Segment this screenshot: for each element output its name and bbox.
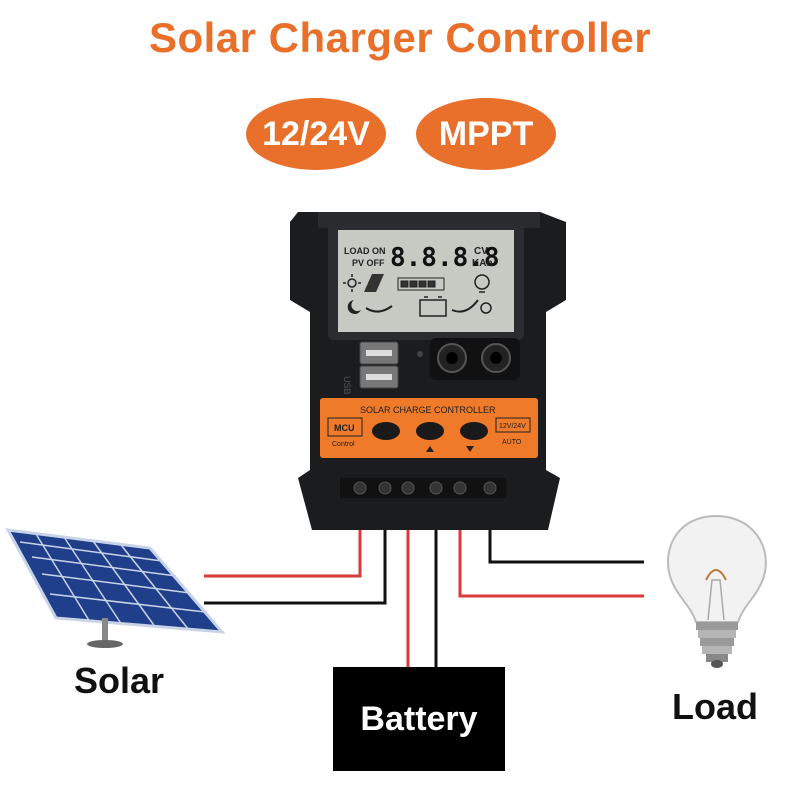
- up-arrow-icon: [426, 446, 434, 452]
- panel-label: SOLAR CHARGE CONTROLLER: [360, 405, 496, 415]
- lcd-arrow-right-icon: [451, 299, 479, 313]
- lcd-pv-off: PV OFF: [352, 258, 385, 268]
- lcd-clock-icon: [480, 302, 492, 314]
- usb-label: USB: [342, 376, 352, 395]
- solar-panel-icon: [5, 528, 226, 648]
- lcd-unit-kah: KAh: [472, 258, 493, 269]
- mcu-sub: Control: [332, 441, 355, 448]
- page-title: Solar Charger Controller: [148, 14, 652, 61]
- mcu-label: MCU: [334, 423, 355, 433]
- controller-device: LOAD ON PV OFF 8.8.8.8 CV KAh: [290, 212, 566, 530]
- lcd-battery-icon: [419, 296, 447, 317]
- lcd-battery-level-icon: [397, 277, 445, 291]
- load-label: Load: [672, 686, 758, 727]
- light-bulb-icon: [667, 514, 767, 668]
- sun-icon: [343, 274, 361, 292]
- lcd-load-on: LOAD ON: [344, 246, 386, 256]
- mppt-badge-label: MPPT: [438, 114, 534, 153]
- moon-icon: [347, 300, 361, 314]
- down-button[interactable]: [460, 422, 488, 440]
- mppt-badge: MPPT: [416, 98, 556, 170]
- lcd-panel-icon: [364, 274, 384, 292]
- lcd-digits: 8.8.8.8: [390, 243, 500, 273]
- up-button[interactable]: [416, 422, 444, 440]
- battery-box: Battery: [333, 667, 505, 771]
- solar-black-wire: [204, 494, 387, 605]
- voltage-badge: 12/24V: [246, 98, 386, 170]
- battery-label: Battery: [360, 699, 478, 738]
- auto-voltage-label: 12V/24V: [499, 423, 526, 430]
- terminals: [353, 481, 497, 495]
- down-arrow-icon: [466, 446, 474, 452]
- solar-label: Solar: [74, 660, 165, 701]
- auto-label: AUTO: [502, 439, 522, 446]
- voltage-badge-label: 12/24V: [262, 114, 370, 153]
- lcd-arrow-left-icon: [365, 305, 393, 313]
- lcd-bulb-icon: [474, 274, 490, 293]
- lcd-unit-cv: CV: [474, 246, 488, 257]
- menu-button[interactable]: [372, 422, 400, 440]
